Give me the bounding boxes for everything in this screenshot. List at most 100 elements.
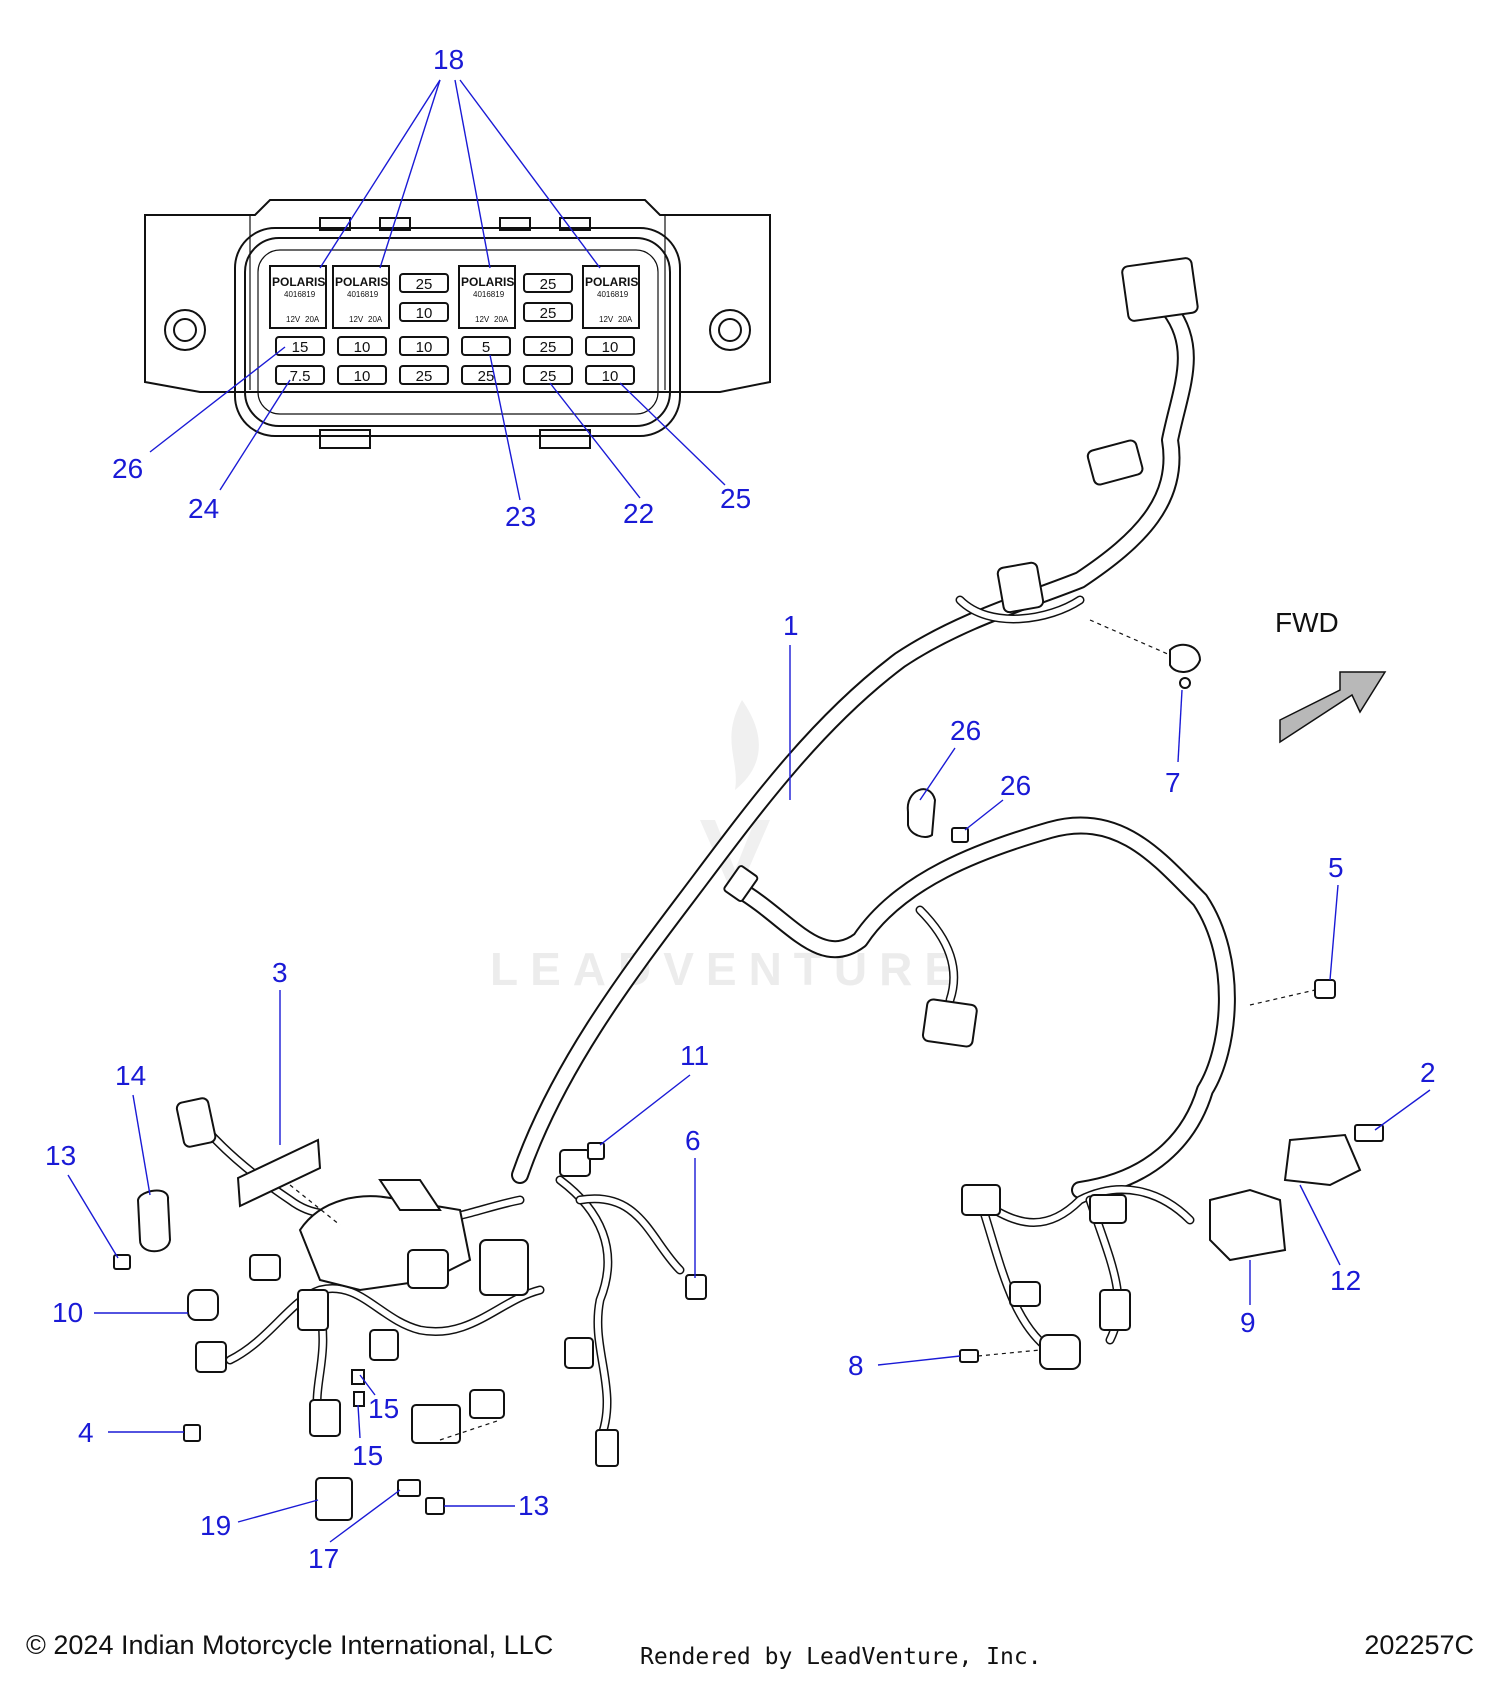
fuse-box: POLARIS 4016819 12V 20A POLARIS 4016819 … xyxy=(144,199,771,449)
callout-13-lower: 13 xyxy=(518,1490,549,1521)
fuse: 10 xyxy=(585,365,635,385)
callout-16: 15 xyxy=(368,1393,399,1424)
clip-part-6 xyxy=(685,1274,707,1300)
svg-text:25: 25 xyxy=(540,368,557,385)
callout-3: 3 xyxy=(272,957,288,988)
fuse: 10 xyxy=(585,336,635,356)
clamp-part-7 xyxy=(1169,643,1202,673)
relay: POLARIS 4016819 12V 20A xyxy=(269,265,327,329)
clip-part-25 xyxy=(906,788,937,838)
svg-text:10: 10 xyxy=(354,368,371,385)
callout-24: 26 xyxy=(112,453,143,484)
cover-part-12 xyxy=(1283,1133,1362,1187)
watermark: LEADVENTURE xyxy=(490,700,967,995)
callout-20: 22 xyxy=(623,498,654,529)
copyright-text: © 2024 Indian Motorcycle International, … xyxy=(26,1630,554,1660)
svg-text:12V: 12V xyxy=(349,315,364,324)
cap-part-10 xyxy=(187,1289,219,1321)
connector-part-5 xyxy=(1314,979,1336,999)
callout-6: 6 xyxy=(685,1125,701,1156)
svg-text:25: 25 xyxy=(478,368,495,385)
fastener-part-4 xyxy=(183,1424,201,1442)
svg-text:POLARIS: POLARIS xyxy=(272,275,325,289)
svg-text:12V: 12V xyxy=(286,315,301,324)
fuse: 10 xyxy=(337,365,387,385)
lower-right-harness xyxy=(906,619,1384,1370)
fuse: 25 xyxy=(399,365,449,385)
fuse: 25 xyxy=(523,302,573,322)
callout-7: 7 xyxy=(1165,767,1181,798)
callout-10: 10 xyxy=(52,1297,83,1328)
rendered-by-text: Rendered by LeadVenture, Inc. xyxy=(640,1644,1042,1670)
relay: POLARIS 4016819 12V 20A xyxy=(332,265,390,329)
svg-text:25: 25 xyxy=(540,339,557,356)
svg-text:POLARIS: POLARIS xyxy=(585,275,638,289)
callout-4: 4 xyxy=(78,1417,94,1448)
figure-code: 202257C xyxy=(1364,1630,1474,1660)
sensor-part-19 xyxy=(315,1477,353,1521)
bolt-part-13 xyxy=(113,1254,131,1270)
clip-part-11 xyxy=(587,1142,605,1160)
fuse: 25 xyxy=(399,273,449,293)
callout-22: 24 xyxy=(188,493,219,524)
svg-text:20A: 20A xyxy=(618,315,633,324)
fuse: 25 xyxy=(523,273,573,293)
svg-text:25: 25 xyxy=(416,368,433,385)
callout-18: 18 xyxy=(433,44,464,75)
svg-text:10: 10 xyxy=(416,305,433,322)
fuse: 25 xyxy=(523,365,573,385)
main-harness xyxy=(511,257,1236,1199)
cap-part-14 xyxy=(136,1189,172,1253)
fuse: 25 xyxy=(461,365,511,385)
svg-text:4016819: 4016819 xyxy=(597,290,629,299)
svg-text:20A: 20A xyxy=(494,315,509,324)
fuse: 5 xyxy=(461,336,511,356)
watermark-text: LEADVENTURE xyxy=(490,943,967,995)
forward-arrow: FWD xyxy=(1275,607,1387,744)
svg-text:4016819: 4016819 xyxy=(347,290,379,299)
callout-15: 15 xyxy=(352,1440,383,1471)
svg-text:5: 5 xyxy=(482,339,490,356)
relay: POLARIS 4016819 12V 20A xyxy=(458,265,516,329)
fuse: 7.5 xyxy=(275,365,325,385)
svg-text:20A: 20A xyxy=(368,315,383,324)
svg-text:10: 10 xyxy=(354,339,371,356)
fuse: 10 xyxy=(337,336,387,356)
callout-2: 2 xyxy=(1420,1057,1436,1088)
label-part-3 xyxy=(236,1138,322,1208)
fwd-label: FWD xyxy=(1275,607,1339,638)
svg-text:20A: 20A xyxy=(305,315,320,324)
lower-left-harness xyxy=(113,1097,707,1521)
callout-19: 19 xyxy=(200,1510,231,1541)
callout-25: 26 xyxy=(950,715,981,746)
callout-8: 8 xyxy=(848,1350,864,1381)
bolt-part-26 xyxy=(951,827,969,843)
bolt-part-13-lower xyxy=(425,1497,445,1515)
svg-text:12V: 12V xyxy=(475,315,490,324)
fuse: 25 xyxy=(523,336,573,356)
callout-21: 23 xyxy=(505,501,536,532)
callout-12: 12 xyxy=(1330,1265,1361,1296)
callout-11: 11 xyxy=(680,1040,709,1071)
grommet-part-8 xyxy=(959,1349,979,1363)
svg-text:POLARIS: POLARIS xyxy=(461,275,514,289)
callouts: 18 26 24 23 22 25 1 7 26 26 5 3 11 xyxy=(45,44,1436,1574)
svg-text:10: 10 xyxy=(602,368,619,385)
pin-part-15 xyxy=(353,1391,365,1407)
svg-text:4016819: 4016819 xyxy=(473,290,505,299)
svg-text:25: 25 xyxy=(540,276,557,293)
relay: POLARIS 4016819 12V 20A xyxy=(582,265,640,329)
fuse: 10 xyxy=(399,336,449,356)
svg-text:15: 15 xyxy=(292,339,309,356)
svg-text:POLARIS: POLARIS xyxy=(335,275,388,289)
callout-1: 1 xyxy=(783,610,799,641)
fuse: 15 xyxy=(275,336,325,356)
callout-26: 26 xyxy=(1000,770,1031,801)
callout-5: 5 xyxy=(1328,852,1344,883)
svg-text:12V: 12V xyxy=(599,315,614,324)
block-part-17 xyxy=(397,1479,421,1497)
callout-13: 13 xyxy=(45,1140,76,1171)
bracket-part-9 xyxy=(1209,1188,1287,1262)
svg-text:10: 10 xyxy=(602,339,619,356)
